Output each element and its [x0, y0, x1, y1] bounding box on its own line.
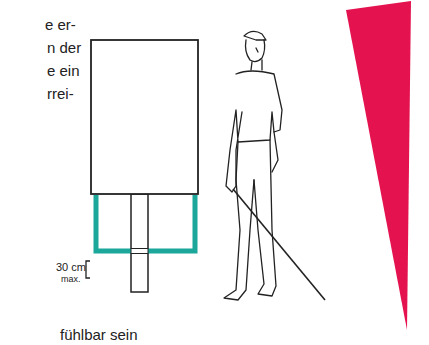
post-crossing — [131, 249, 148, 254]
body-text-fragment: e er- — [45, 16, 76, 33]
white-cane — [233, 189, 325, 300]
sign-post — [131, 194, 148, 292]
body-text-fragment: n der — [47, 39, 81, 56]
sign-board — [91, 40, 198, 194]
body-text-fragment: e ein — [47, 62, 80, 79]
body-text-fragment: rrei- — [47, 85, 74, 102]
red-wedge — [346, 1, 411, 330]
body-text-fragment: fühlbar sein — [60, 326, 138, 343]
person-figure — [224, 31, 282, 300]
dimension-label: 30 cm — [56, 261, 86, 274]
dimension-label: max. — [61, 274, 81, 284]
dimension-bracket — [86, 261, 90, 278]
tactile-bar — [96, 195, 195, 251]
